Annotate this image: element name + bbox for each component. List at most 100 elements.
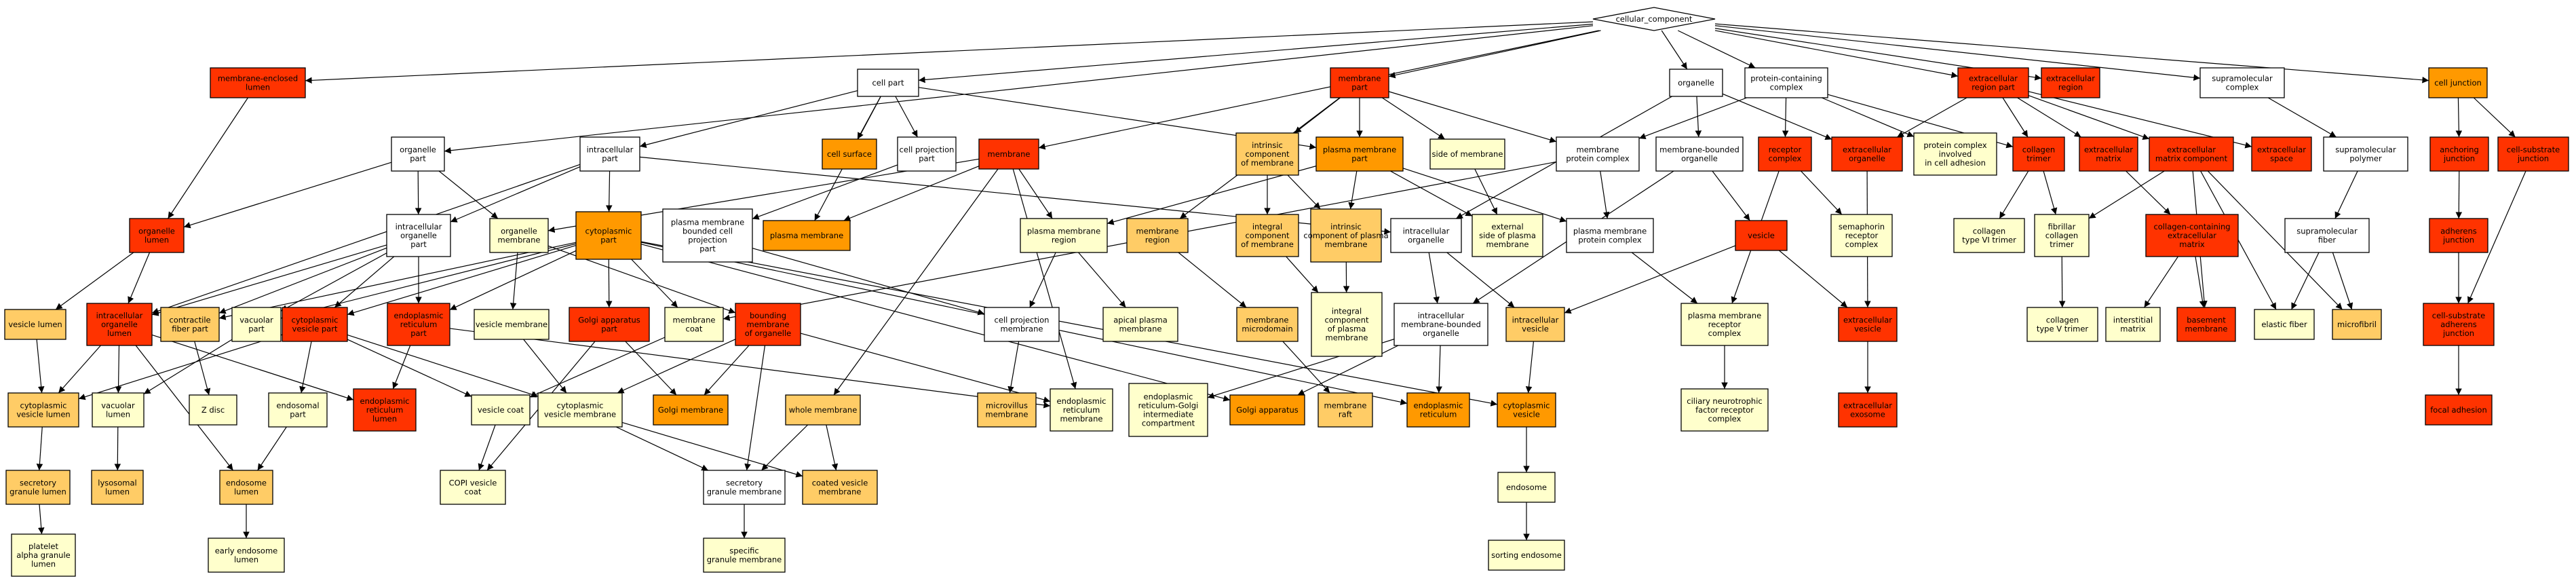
node-box	[2284, 218, 2370, 253]
node-label-line: part	[601, 324, 617, 334]
node-label-line: lumen	[105, 487, 130, 497]
node-box	[1429, 138, 1505, 170]
node-label-line: platelet	[28, 542, 58, 551]
node-membrane: membrane	[978, 138, 1039, 170]
node-label-line: intermediate	[1143, 410, 1193, 419]
node-label-line: microfibril	[2337, 320, 2377, 329]
node-label-line: part	[600, 236, 617, 245]
node-label-line: protein complex	[1578, 236, 1641, 245]
node-label-line: endoplasmic	[1414, 401, 1463, 411]
node-box	[1315, 136, 1404, 172]
node-label-line: side of plasma	[1479, 231, 1536, 240]
edge-extracellular_region_part-to-extracellular_matrix	[2017, 97, 2081, 138]
node-label-line: plasma membrane	[1323, 145, 1396, 155]
node-box	[1566, 218, 1654, 253]
node-box	[2429, 218, 2488, 253]
node-label-line: focal adhesion	[2430, 405, 2487, 415]
node-label-line: region	[2058, 83, 2083, 92]
node-box	[1831, 136, 1903, 172]
node-label-line: complex	[1845, 240, 1879, 249]
node-label-line: vesicle	[1522, 324, 1549, 334]
node-box	[210, 67, 306, 98]
node-box	[1838, 392, 1898, 428]
node-box	[2079, 136, 2138, 172]
node-box	[1957, 67, 2029, 98]
edge-cellular_component-to-supramolecular_complex	[1714, 25, 2201, 81]
node-box	[391, 136, 445, 172]
node-label-line: integral	[1332, 307, 1362, 316]
node-label-line: plasma membrane	[671, 218, 744, 227]
node-label-line: extracellular	[2046, 74, 2095, 83]
node-box	[978, 138, 1039, 170]
node-box	[1102, 307, 1178, 342]
edge-intracellular_part-to-cytoplasmic_part	[605, 170, 613, 212]
node-label-line: trimer	[2026, 154, 2051, 164]
node-vesicle-coat: vesicle coat	[471, 394, 531, 426]
node-label-line: fiber part	[172, 324, 208, 334]
node-label-line: supramolecular	[2296, 227, 2358, 236]
node-label-line: whole membrane	[789, 405, 858, 415]
node-label-line: lumen	[145, 236, 169, 245]
node-box	[2034, 214, 2090, 257]
edge-cellular_component-to-protein_containing_complex	[1678, 30, 1756, 69]
node-box	[2423, 303, 2495, 346]
node-box	[92, 392, 145, 428]
node-label-line: membrane-enclosed	[218, 74, 298, 83]
node-label-line: endoplasmic	[1144, 392, 1193, 402]
node-label-line: compartment	[1142, 419, 1195, 428]
node-label-line: membrane	[819, 487, 862, 497]
node-label-line: side of membrane	[1432, 149, 1503, 159]
node-label-line: membrane	[2185, 324, 2228, 334]
node-box	[2199, 67, 2285, 98]
edge-collagen_containing_extracellular_matrix-to-interstitial_matrix	[2144, 256, 2178, 308]
node-label-line: organelle	[1681, 154, 1718, 164]
node-box	[160, 307, 220, 342]
node-label-line: receptor	[1769, 145, 1802, 155]
node-vesicle-lumen: vesicle lumen	[4, 309, 66, 340]
edge-protein_containing_complex-to-protein_complex_involved_in_cell_adhesion	[1821, 97, 1915, 137]
node-label-line: plasma membrane	[1027, 227, 1100, 236]
edge-intracellular_organelle_part-to-intracellular_organelle_lumen	[151, 244, 387, 316]
node-label-line: part	[248, 324, 265, 334]
node-box	[1311, 292, 1383, 357]
node-label-line: component	[1324, 316, 1369, 325]
node-box	[1913, 132, 1997, 176]
edge-plasma_membrane_part-to-plasma_membrane_region	[1107, 166, 1317, 225]
node-label-line: protein-containing	[1750, 74, 1822, 83]
node-box	[1235, 214, 1299, 257]
node-label-line: involved	[1939, 149, 1972, 159]
node-box	[1735, 220, 1788, 251]
node-box	[1330, 67, 1389, 98]
root-node-shape	[1592, 7, 1716, 31]
node-label-line: collagen-containing	[2153, 222, 2230, 231]
edge-plasma_membrane_part-to-intrinsic_component_of_plasma_membrane	[1348, 170, 1358, 210]
node-label-line: part	[410, 240, 427, 249]
node-box	[2428, 67, 2488, 98]
node-box	[977, 392, 1037, 428]
node-label-line: type V trimer	[2037, 324, 2089, 334]
node-cell-part: cell part	[857, 69, 919, 97]
node-label-line: protein complex	[1566, 154, 1629, 164]
node-label-line: membrane-bounded	[1659, 145, 1739, 155]
edge-vesicle_lumen-to-cytoplasmic_vesicle_lumen	[36, 339, 45, 394]
edge-cell_substrate_junction-to-cell_substrate_adherens_junction	[2467, 170, 2526, 304]
